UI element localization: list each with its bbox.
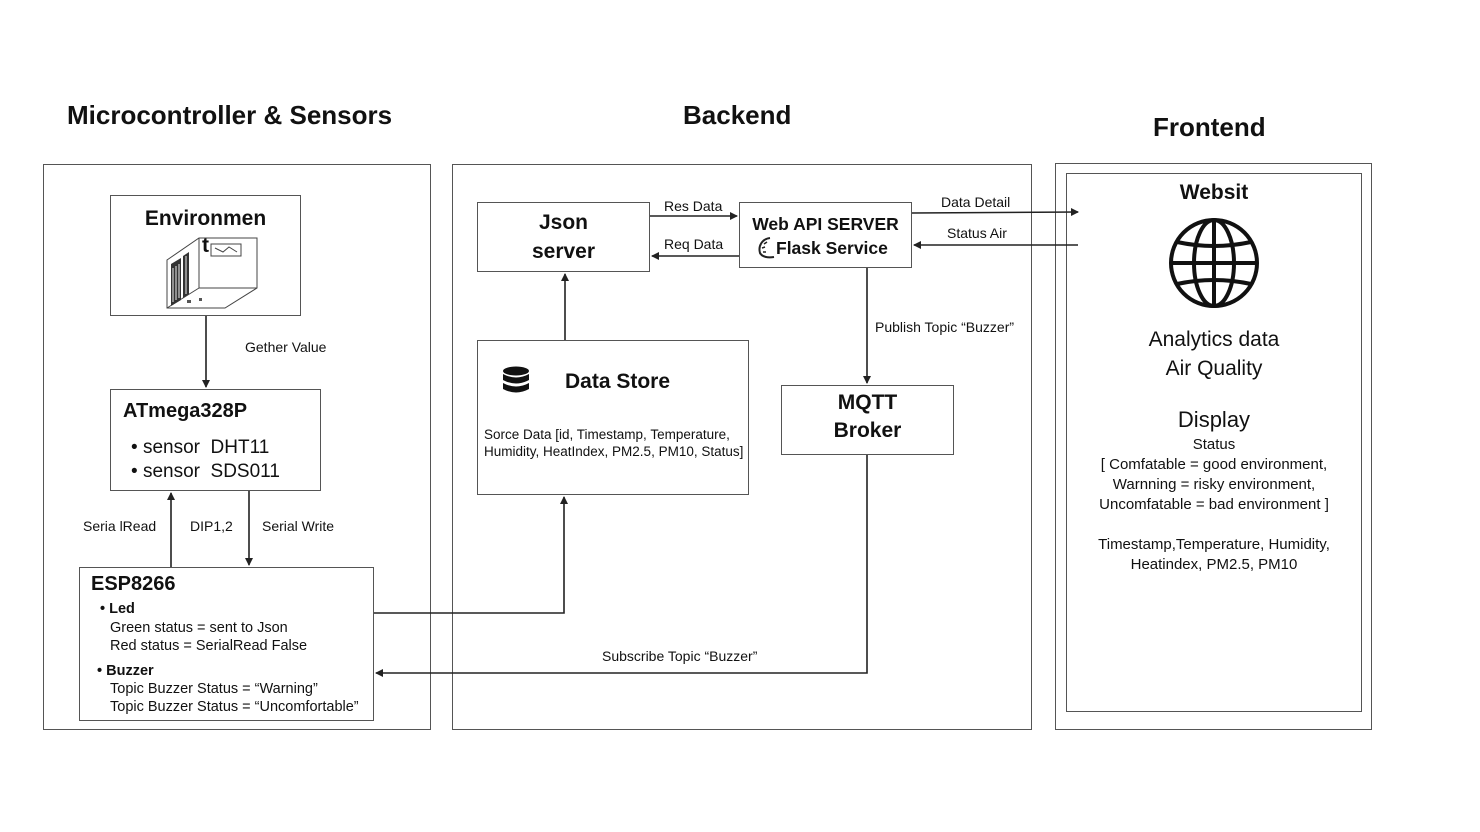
label-publish: Publish Topic “Buzzer” xyxy=(875,319,1015,335)
label-req-data: Req Data xyxy=(664,236,724,252)
edge-subscribe xyxy=(375,455,868,677)
edge-data-detail xyxy=(911,208,1079,217)
analytics-line2: Air Quality xyxy=(1165,357,1263,380)
status-line-2: Warnning = risky environment, xyxy=(1112,476,1316,493)
environment-box: Environmen t xyxy=(110,195,301,316)
mqtt-broker-box: MQTT Broker xyxy=(781,385,954,455)
esp8266-box: ESP8266 • Led Green status = sent to Jso… xyxy=(79,567,374,721)
fields-line-2: Heatindex, PM2.5, PM10 xyxy=(1130,556,1298,573)
analytics-line1: Analytics data xyxy=(1148,328,1280,351)
json-server-line1: Json xyxy=(538,211,588,234)
section-title-micro: Microcontroller & Sensors xyxy=(67,100,393,130)
led-label-text: Led xyxy=(109,601,135,617)
fields-line-1: Timestamp,Temperature, Humidity, xyxy=(1098,536,1330,553)
data-store-desc-1: Sorce Data [id, Timestamp, Temperature, xyxy=(484,427,730,442)
display-label: Display xyxy=(1177,407,1251,432)
status-label: Status xyxy=(1192,436,1236,453)
atmega-sensor-2: sensor SDS011 xyxy=(142,461,280,482)
led-line-1: Green status = sent to Json xyxy=(110,620,288,636)
database-icon xyxy=(503,366,529,393)
web-api-line2: Flask Service xyxy=(776,238,888,258)
buzzer-line-1: Topic Buzzer Status = “Warning” xyxy=(110,681,318,697)
mqtt-line2: Broker xyxy=(833,419,902,442)
buzzer-label-text: Buzzer xyxy=(106,663,154,679)
section-title-backend: Backend xyxy=(683,100,792,130)
json-server-line2: server xyxy=(531,240,596,263)
section-title-frontend: Frontend xyxy=(1153,112,1266,142)
status-line-3: Uncomfatable = bad environment ] xyxy=(1099,496,1329,513)
label-gether-value: Gether Value xyxy=(245,339,327,355)
edge-esp-datastore xyxy=(374,496,568,614)
list-item: • sensor SDS011 xyxy=(131,461,280,482)
list-item: • sensor DHT11 xyxy=(131,437,270,458)
label-data-detail: Data Detail xyxy=(941,194,1011,210)
atmega-title: ATmega328P xyxy=(123,400,248,422)
label-status-air: Status Air xyxy=(947,225,1007,241)
website-title: Websit xyxy=(1179,181,1249,204)
label-serial-read: Seria lRead xyxy=(83,518,157,534)
data-store-desc-2: Humidity, HeatIndex, PM2.5, PM10, Status… xyxy=(484,444,744,459)
esp-title: ESP8266 xyxy=(91,573,176,595)
room-icon xyxy=(166,237,258,309)
led-line-2: Red status = SerialRead False xyxy=(110,638,308,654)
label-res-data: Res Data xyxy=(664,198,723,214)
mqtt-line1: MQTT xyxy=(837,391,898,414)
globe-icon xyxy=(1169,218,1259,308)
json-server-box: Json server xyxy=(477,202,650,272)
website-box xyxy=(1066,173,1362,712)
label-serial-write: Serial Write xyxy=(262,518,335,534)
status-line-1: [ Comfatable = good environment, xyxy=(1100,456,1328,473)
led-label: • Led xyxy=(100,601,135,617)
label-dip: DIP1,2 xyxy=(190,518,233,534)
atmega-sensor-1: sensor DHT11 xyxy=(142,437,270,458)
data-store-title: Data Store xyxy=(565,370,671,393)
flask-icon xyxy=(758,237,775,259)
environment-title-cont: t xyxy=(202,234,209,257)
web-api-box: Web API SERVER Flask Service xyxy=(739,202,912,268)
buzzer-label: • Buzzer xyxy=(97,663,154,679)
atmega-box: ATmega328P • sensor DHT11 • sensor SDS01… xyxy=(110,389,321,491)
environment-title: Environmen xyxy=(144,207,267,230)
label-subscribe: Subscribe Topic “Buzzer” xyxy=(602,648,758,664)
panel-backend xyxy=(452,164,1032,730)
panel-micro xyxy=(43,164,431,730)
data-store-box: Data Store Sorce Data [id, Timestamp, Te… xyxy=(477,340,749,495)
panel-frontend xyxy=(1055,163,1372,730)
web-api-line1: Web API SERVER xyxy=(752,214,899,234)
buzzer-line-2: Topic Buzzer Status = “Uncomfortable” xyxy=(110,699,359,715)
